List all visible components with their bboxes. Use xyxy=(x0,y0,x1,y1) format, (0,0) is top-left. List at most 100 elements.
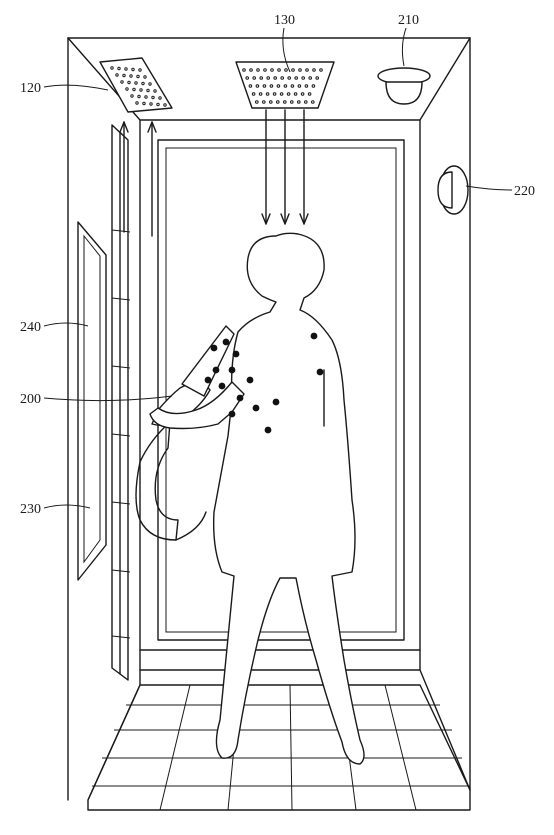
leader-240 xyxy=(43,322,89,327)
leader-230 xyxy=(43,504,91,509)
nozzle-hole xyxy=(117,66,121,71)
nozzle-hole xyxy=(315,76,320,80)
contaminant-dot xyxy=(252,404,260,412)
nozzle-hole xyxy=(298,68,302,72)
top-nozzle-holes xyxy=(242,68,323,104)
door-inner xyxy=(165,147,397,633)
nozzle-hole xyxy=(163,103,167,107)
nozzle-hole xyxy=(156,102,160,107)
nozzle-hole xyxy=(283,100,287,104)
top-ceiling-nozzle xyxy=(235,61,335,109)
hose-end xyxy=(175,511,207,541)
nozzle-hole xyxy=(311,100,315,104)
nozzle-hole xyxy=(130,94,134,98)
nozzle-hole xyxy=(294,76,299,80)
leader-130 xyxy=(282,27,291,73)
nozzle-hole xyxy=(135,101,139,105)
nozzle-hole xyxy=(242,68,246,72)
nozzle-hole xyxy=(254,100,259,104)
nozzle-hole xyxy=(148,82,152,86)
nozzle-hole xyxy=(138,68,142,72)
nozzle-hole xyxy=(297,84,302,88)
label-220: 220 xyxy=(514,184,535,199)
reference-leaders xyxy=(43,27,513,509)
nozzle-hole xyxy=(252,76,256,80)
nozzle-hole xyxy=(127,80,131,85)
booth-right-wall-edge xyxy=(419,37,471,791)
back-wall-door xyxy=(139,139,421,651)
nozzle-hole xyxy=(265,92,270,96)
nozzle-hole xyxy=(262,100,266,104)
nozzle-hole xyxy=(307,92,312,96)
door-outer xyxy=(157,139,405,641)
nozzle-head xyxy=(181,325,235,397)
ceiling-sensor-dome xyxy=(385,81,423,105)
nozzle-hole xyxy=(259,76,264,80)
wall-sensor-dome xyxy=(437,171,453,209)
shelf xyxy=(111,501,131,505)
nozzle-hole xyxy=(258,92,263,96)
contaminant-dot xyxy=(236,394,244,402)
airflow-arrow-head xyxy=(147,121,157,133)
label-130: 130 xyxy=(274,13,295,28)
booth-left-wall-edge xyxy=(67,37,141,801)
label-120: 120 xyxy=(20,81,41,96)
nozzle-hole xyxy=(139,88,143,92)
nozzle-hole xyxy=(115,73,119,77)
floor-tiles xyxy=(87,684,471,811)
nozzle-hole xyxy=(279,92,284,96)
nozzle-hole xyxy=(122,73,126,78)
contaminant-dot xyxy=(204,376,212,384)
nozzle-hole xyxy=(301,76,306,80)
nozzle-hole xyxy=(146,88,150,93)
contaminant-dot xyxy=(222,338,230,346)
nozzle-hole xyxy=(300,92,305,96)
nozzle-hole xyxy=(269,100,273,104)
hose xyxy=(135,421,179,541)
nozzle-hole xyxy=(304,84,309,88)
nozzle-hole xyxy=(124,67,128,71)
nozzle-hole xyxy=(132,87,136,92)
upward-airflow-arrows xyxy=(119,121,157,237)
nozzle-hole xyxy=(269,84,274,88)
label-210: 210 xyxy=(398,13,419,28)
nozzle-hole xyxy=(293,92,298,96)
contaminant-dot xyxy=(218,382,226,390)
contaminant-dot xyxy=(228,366,236,374)
ceiling-sensor xyxy=(377,67,431,105)
shelf xyxy=(111,297,131,301)
reference-numerals: 120 130 210 220 240 200 230 xyxy=(20,13,535,517)
tile-col-line xyxy=(384,684,417,811)
nozzle-hole xyxy=(283,84,288,88)
nozzle-hole xyxy=(137,94,141,99)
spray-arrow-head xyxy=(280,213,290,225)
spray-arrow-head xyxy=(261,213,271,225)
shelf xyxy=(111,365,131,369)
contaminant-dot xyxy=(246,376,254,384)
nozzle-hole xyxy=(256,68,260,72)
contaminant-dot xyxy=(232,350,240,358)
nozzle-hole xyxy=(308,76,313,80)
nozzle-hole xyxy=(319,68,323,72)
nozzle-hole xyxy=(276,84,281,88)
shelf xyxy=(111,569,131,573)
nozzle-hole xyxy=(272,92,277,96)
tile-col-line xyxy=(289,684,293,811)
nozzle-hole xyxy=(287,76,292,80)
contaminant-dot xyxy=(310,332,318,340)
nozzle-hole xyxy=(141,81,145,86)
person-body xyxy=(212,232,365,765)
nozzle-hole xyxy=(143,75,147,79)
downward-spray-arrows xyxy=(261,109,309,225)
floor-outline xyxy=(87,684,471,811)
nozzle-hole xyxy=(153,89,157,93)
nozzle-hole xyxy=(142,101,146,106)
spray-arrow-head xyxy=(299,213,309,225)
leader-200 xyxy=(43,395,173,402)
wall-panel-inner xyxy=(83,234,101,564)
label-240: 240 xyxy=(20,320,41,335)
nozzle-hole xyxy=(134,81,138,85)
nozzle-hole xyxy=(297,100,301,104)
left-wall-shelf-rack xyxy=(111,124,131,681)
